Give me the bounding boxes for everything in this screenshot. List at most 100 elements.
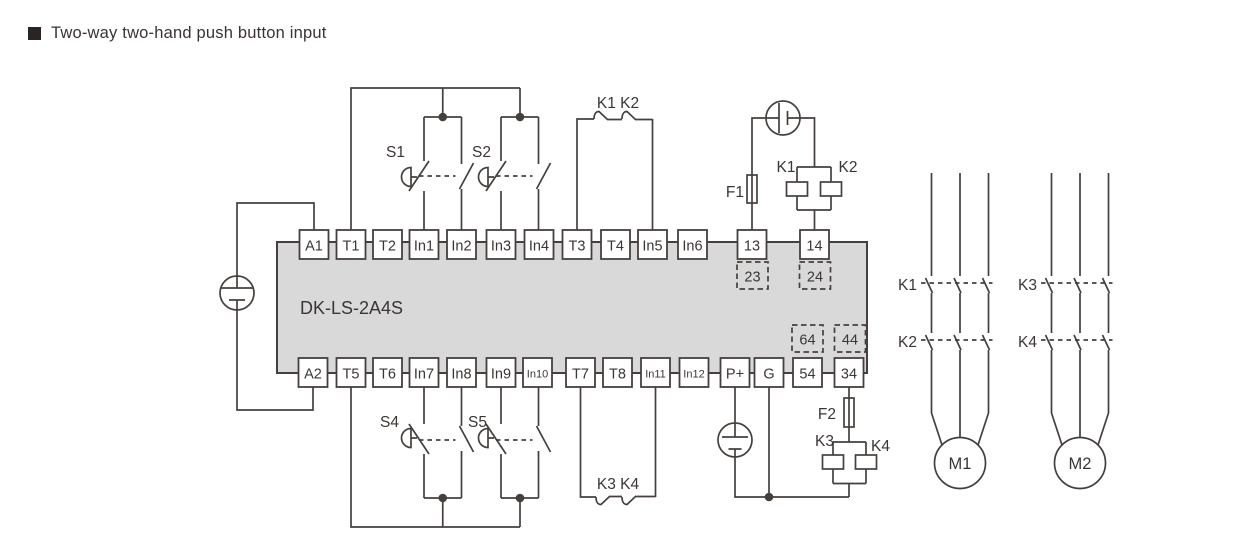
terminal-A2 (297, 357, 329, 388)
terminal-label-T2: T2 (379, 239, 396, 255)
push-button-S4-contacts (408, 387, 475, 499)
title-bullet-icon (28, 27, 41, 40)
junction-dot (438, 112, 448, 122)
terminal-label-14: 14 (806, 239, 822, 255)
label-coil-k4: K4 (871, 438, 890, 455)
terminal-In1 (408, 229, 440, 260)
aux-terminal-44 (833, 324, 867, 353)
motor-M2-icon (1053, 436, 1107, 490)
terminal-G (753, 357, 785, 388)
terminal-label-A1: A1 (305, 239, 323, 255)
junction-dot (515, 493, 525, 503)
terminal-label-T8: T8 (609, 367, 626, 383)
contactor-contact-icon (924, 334, 934, 351)
push-button-S1-contacts (408, 116, 475, 230)
contactor-contact-icon (1044, 334, 1054, 351)
junction-dot (515, 112, 525, 122)
phase-converge-M1 (930, 412, 990, 446)
junction-dot (438, 493, 448, 503)
aux-terminal-24 (798, 261, 832, 290)
terminal-T5 (335, 357, 367, 388)
push-button-S5-contacts (485, 387, 552, 499)
k3k4-nc-contact-icons (595, 495, 637, 506)
terminal-label-In12: In12 (683, 369, 704, 381)
terminal-In10 (522, 357, 553, 388)
wire-13-f1-source (751, 103, 816, 230)
terminal-label-T3: T3 (569, 239, 586, 255)
label-coil-k2: K2 (839, 159, 858, 176)
wire-left-supply-loop (236, 202, 315, 411)
terminal-label-T5: T5 (343, 367, 360, 383)
contactor-contact-icon (953, 334, 962, 351)
terminal-label-34: 34 (841, 367, 857, 383)
diagram-title: Two-way two-hand push button input (28, 24, 327, 43)
contactor-contact-icon (953, 277, 962, 294)
title-text: Two-way two-hand push button input (51, 24, 327, 42)
terminal-label-In4: In4 (529, 239, 549, 255)
push-button-S4-label: S4 (380, 414, 399, 431)
motor-label-M1: M1 (949, 455, 972, 473)
terminal-label-In11: In11 (645, 369, 666, 381)
terminal-In7 (408, 357, 440, 388)
label-k1k2-series-contacts: K1 K2 (597, 95, 639, 112)
terminal-label-P+: P+ (726, 367, 744, 383)
aux-terminal-label-23: 23 (744, 270, 760, 286)
terminal-label-T4: T4 (607, 239, 624, 255)
wire-k1k2-loop (576, 118, 654, 230)
push-button-S2-head-icon (477, 166, 489, 188)
label-k3k4-series-contacts: K3 K4 (597, 476, 640, 493)
terminal-34 (833, 357, 865, 388)
terminal-T7 (565, 357, 596, 388)
contactor-label-K2: K2 (898, 334, 917, 351)
terminal-54 (792, 357, 823, 388)
dc-source-bottom-icon (717, 422, 753, 458)
label-coil-k1: K1 (777, 159, 796, 176)
aux-terminal-label-64: 64 (799, 333, 815, 349)
contactor-contact-icon (981, 334, 991, 351)
contactor-contact-icon (1073, 277, 1082, 294)
aux-terminal-label-24: 24 (807, 270, 823, 286)
label-fuse-f2: F2 (818, 406, 836, 423)
push-button-S1-head-icon (400, 166, 412, 188)
push-button-S1-label: S1 (386, 144, 405, 161)
motor-label-M2: M2 (1069, 455, 1092, 473)
terminal-14 (799, 229, 830, 260)
contactor-contact-icon (981, 277, 991, 294)
contactor-label-K4: K4 (1018, 334, 1037, 351)
dc-source-left-battery-icon (221, 276, 253, 310)
terminal-T3 (561, 229, 593, 260)
aux-terminal-23 (736, 261, 769, 290)
terminal-In11 (640, 357, 671, 388)
contactor-contact-icon (1044, 277, 1054, 294)
aux-terminal-64 (791, 324, 824, 353)
fuse-f2-icon (843, 397, 855, 428)
k1k2-nc-contact-icons (593, 110, 637, 121)
contactor-contact-icon (1101, 334, 1111, 351)
terminal-label-T6: T6 (379, 367, 396, 383)
contactor-contact-icon (1073, 334, 1082, 351)
relay-coil-k2-icon (819, 181, 843, 197)
terminal-In6 (677, 229, 708, 260)
contactor-contact-icon (1101, 277, 1111, 294)
safety-module-body (276, 241, 868, 374)
terminal-label-In6: In6 (682, 239, 702, 255)
push-button-S5-head-icon (477, 427, 489, 449)
terminal-label-In7: In7 (414, 367, 434, 383)
junction-dot (764, 492, 774, 502)
terminal-label-In1: In1 (414, 239, 434, 255)
terminal-label-In2: In2 (451, 239, 471, 255)
aux-terminal-label-44: 44 (842, 333, 858, 349)
terminal-label-In10: In10 (527, 369, 548, 381)
wire-t1-rail (350, 87, 521, 230)
terminal-P+ (719, 357, 751, 388)
terminal-label-T1: T1 (343, 239, 360, 255)
terminal-label-13: 13 (744, 239, 760, 255)
terminal-In12 (678, 357, 710, 388)
terminal-label-In8: In8 (451, 367, 471, 383)
dc-source-top-icon (765, 100, 801, 136)
push-button-S2-contacts (485, 116, 552, 230)
wire-t5-rail (350, 387, 521, 528)
relay-coil-k3-icon (821, 454, 845, 470)
terminal-T6 (372, 357, 403, 388)
